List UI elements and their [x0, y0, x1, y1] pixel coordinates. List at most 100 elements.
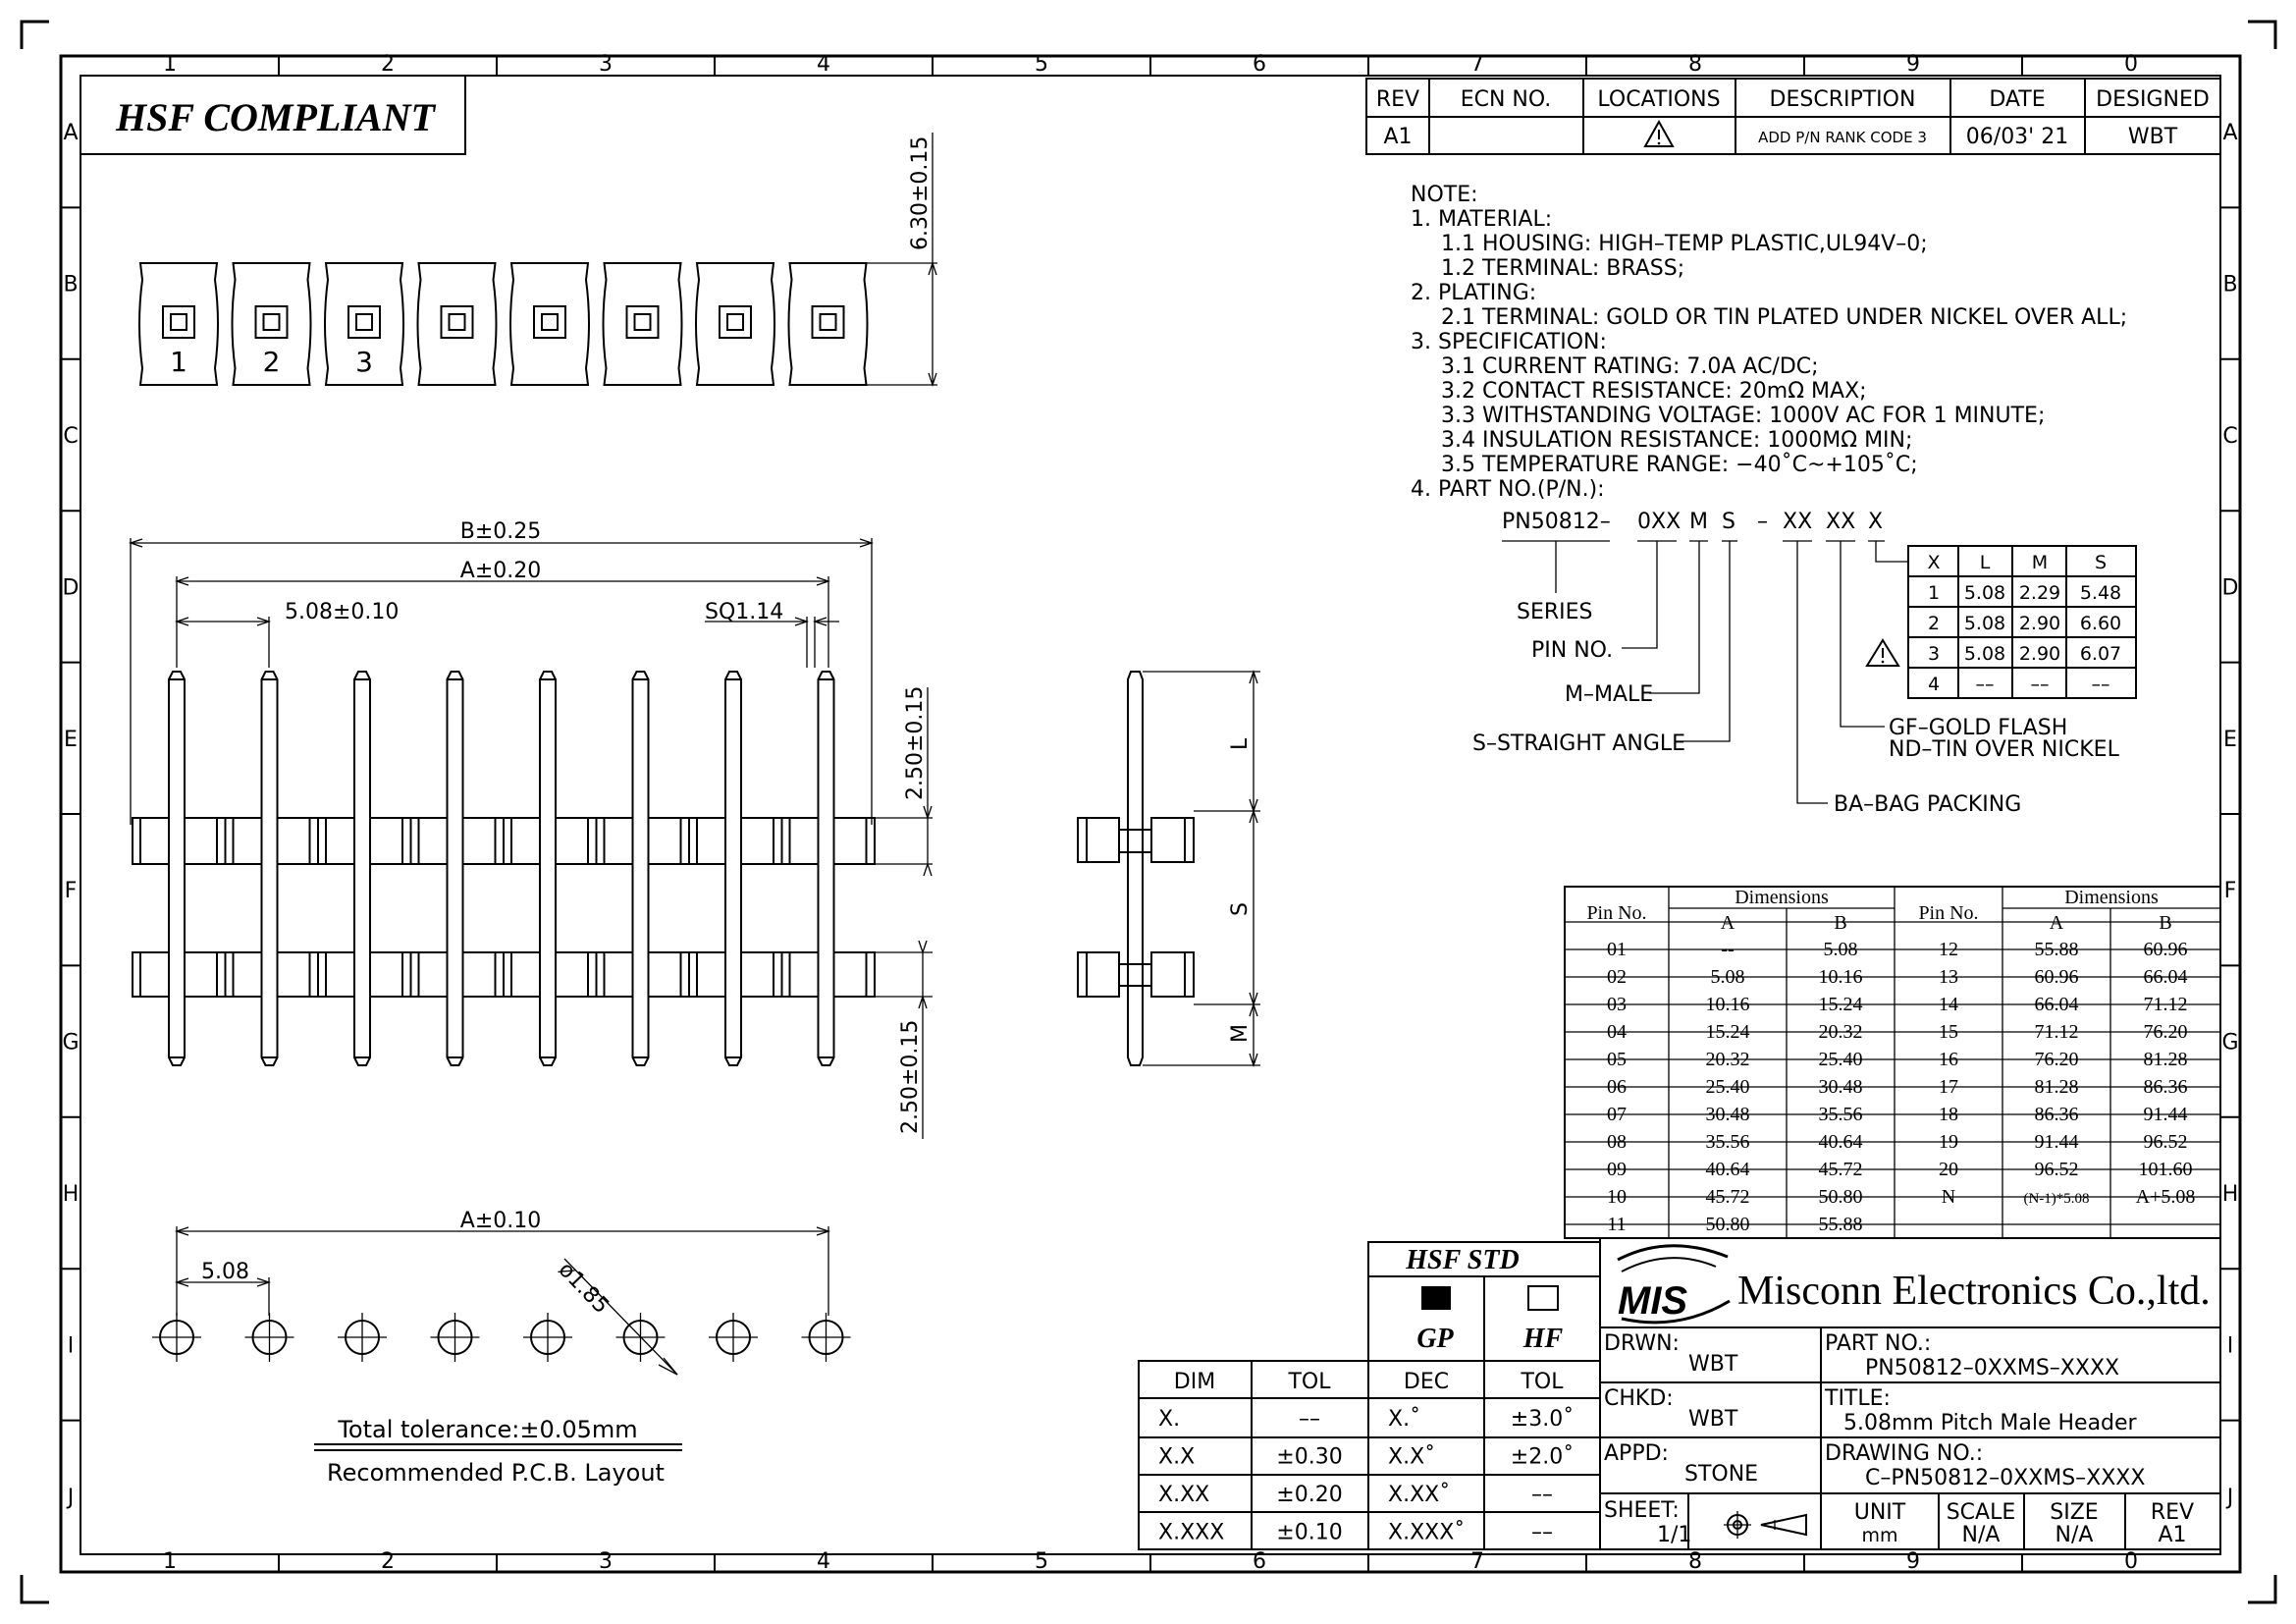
dim-cell: 96.52 — [2035, 1159, 2079, 1180]
dim-cell: 12 — [1939, 939, 1958, 960]
rank-cell: 5.08 — [1964, 582, 2005, 604]
zone-col-top: 1 — [163, 52, 177, 77]
chkd-value: WBT — [1688, 1407, 1738, 1432]
dim-cell: 10.16 — [1819, 966, 1863, 988]
side-l-label: L — [1228, 737, 1253, 750]
dim-cell: 5.08 — [1824, 939, 1858, 960]
hsf-compliant-box — [80, 75, 466, 155]
rank-cell: 6.60 — [2080, 613, 2121, 634]
front-pin — [353, 671, 371, 1066]
dim-cell: 91.44 — [2035, 1131, 2079, 1153]
dim-tol-cell: –– — [1299, 1407, 1320, 1432]
zone-col-bottom: 9 — [1906, 1549, 1920, 1574]
top-view-pin-square — [625, 305, 660, 339]
pn-m: M — [1689, 510, 1708, 534]
pn-s: S — [1722, 510, 1735, 534]
dim-tol-cell: X. — [1158, 1407, 1180, 1432]
pn-x: X — [1868, 510, 1883, 534]
top-view-pin-square — [440, 305, 474, 339]
top-view-housing-cell — [231, 262, 312, 386]
designed-header: DESIGNED — [2096, 87, 2210, 112]
dec-tol-cell: X.˚ — [1388, 1407, 1420, 1432]
dim-cell: 15.24 — [1706, 1021, 1750, 1043]
title-value: 5.08mm Pitch Male Header — [1843, 1411, 2138, 1435]
rank-cell: 3 — [1928, 643, 1940, 665]
dim-cell: 101.60 — [2139, 1159, 2193, 1180]
dim-cell: 76.20 — [2144, 1021, 2188, 1043]
top-view-pin-square — [719, 305, 752, 339]
zone-col-bottom: 1 — [163, 1549, 177, 1574]
rank-cell: 5.48 — [2080, 582, 2121, 604]
dim-cell: 60.96 — [2035, 966, 2079, 988]
dim-cell: 86.36 — [2035, 1104, 2079, 1125]
dim-cell: 5.08 — [1711, 966, 1745, 988]
note-line: 4. PART NO.(P/N.): — [1411, 477, 1605, 502]
dim-cell: 20.32 — [1819, 1021, 1863, 1043]
rev-block-value: A1 — [2158, 1523, 2186, 1547]
label-gf: GF–GOLD FLASH — [1889, 716, 2067, 740]
top-view-pin-label: 2 — [263, 346, 281, 378]
dim-cell: 14 — [1939, 994, 1958, 1015]
hf-empty-box-icon — [1527, 1285, 1559, 1311]
zone-row-left: B — [63, 273, 78, 298]
top-view-housing-cell — [695, 262, 775, 386]
upper-dim-label: 2.50±0.15 — [903, 686, 928, 800]
pcb-pitch-label: 5.08 — [201, 1260, 249, 1284]
rank-cell: 6.07 — [2080, 643, 2121, 665]
chkd-label: CHKD: — [1604, 1386, 1674, 1411]
dim-cell: 76.20 — [2035, 1049, 2079, 1070]
unit-value: mm — [1861, 1525, 1897, 1546]
dim-cell: 66.04 — [2144, 966, 2188, 988]
zone-col-bottom: 3 — [599, 1549, 613, 1574]
drwn-value: WBT — [1688, 1352, 1738, 1377]
dim-tol-cell: X.X — [1158, 1445, 1195, 1470]
rank-warning-icon — [1865, 638, 1900, 667]
zone-row-right: B — [2222, 273, 2237, 298]
dec-tol-cell: –– — [1531, 1483, 1553, 1507]
top-view-housing-cell — [138, 262, 219, 386]
projection-symbol-icon — [1724, 1511, 1807, 1539]
description-header: DESCRIPTION — [1770, 87, 1916, 112]
zone-col-bottom: 0 — [2124, 1549, 2138, 1574]
zone-row-right: H — [2222, 1182, 2239, 1207]
designed-value: WBT — [2128, 125, 2178, 149]
title-block: MIS Misconn Electronics Co.,ltd. DRWN: W… — [1599, 1237, 2221, 1550]
front-pin — [724, 671, 742, 1066]
zone-row-left: A — [63, 121, 78, 145]
notes-title: NOTE: — [1411, 183, 1478, 207]
zone-row-left: J — [66, 1486, 75, 1510]
lower-dim-label: 2.50±0.15 — [898, 1020, 923, 1134]
pn-dash: – — [1757, 510, 1768, 534]
title-label: TITLE: — [1824, 1386, 1891, 1411]
rank-cell: 1 — [1928, 582, 1940, 604]
dim-cell: 71.12 — [2144, 994, 2188, 1015]
zone-col-bottom: 5 — [1035, 1549, 1048, 1574]
scale-value: N/A — [1962, 1523, 2001, 1547]
front-pin — [631, 671, 650, 1066]
dim-cell: 08 — [1607, 1131, 1627, 1153]
dim-cell: 15 — [1939, 1021, 1958, 1043]
corner-marks — [20, 20, 2277, 1604]
front-pin — [446, 671, 464, 1066]
notes-list: 1. MATERIAL:1.1 HOUSING: HIGH–TEMP PLAST… — [1411, 207, 2127, 502]
side-s-label: S — [1228, 902, 1253, 916]
dim-cell: 02 — [1607, 966, 1627, 988]
dim-tol-cell: X.XXX — [1158, 1521, 1224, 1545]
a-dim-label: A±0.20 — [460, 559, 541, 583]
dim-sub-header: B — [1834, 912, 1846, 934]
dim-cell: 96.52 — [2144, 1131, 2188, 1153]
rank-cell: 4 — [1928, 674, 1940, 695]
ecn-header: ECN NO. — [1461, 87, 1552, 112]
dim-cell: 25.40 — [1819, 1049, 1863, 1070]
hsf-gp-label: GP — [1416, 1324, 1454, 1354]
part-no-value: PN50812–0XXMS–XXXX — [1865, 1356, 2119, 1380]
warning-triangle-icon — [1643, 119, 1675, 147]
dim-cell: 30.48 — [1819, 1076, 1863, 1098]
dec-tol-cell: ±2.0˚ — [1511, 1445, 1574, 1470]
locations-header: LOCATIONS — [1597, 87, 1720, 112]
note-line: 3.2 CONTACT RESISTANCE: 20mΩ MAX; — [1441, 379, 1867, 404]
unit-label: UNIT — [1854, 1500, 1906, 1525]
zone-col-top: 9 — [1906, 52, 1920, 77]
